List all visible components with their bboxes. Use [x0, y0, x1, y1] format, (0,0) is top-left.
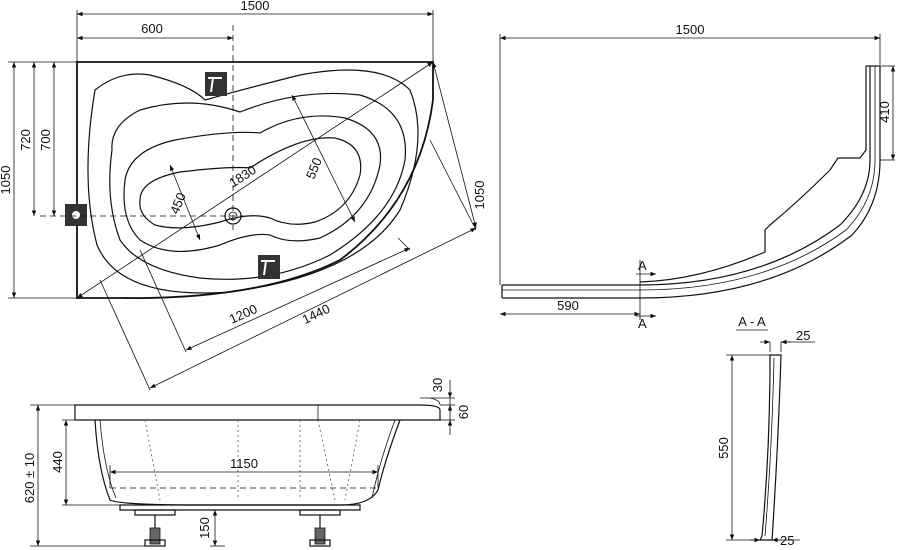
dim-1150: 1150 [230, 456, 258, 471]
dim-440: 440 [50, 451, 65, 473]
dim-600: 600 [141, 21, 163, 36]
tub-rim [74, 404, 441, 421]
faucet-icon [205, 72, 227, 96]
dim-700: 700 [38, 129, 53, 151]
top-view: 1500 600 1050 720 700 1830 450 550 1200 … [0, 0, 487, 391]
dim-1200: 1200 [227, 301, 260, 326]
panel-view: 1500 410 590 A A [499, 22, 896, 331]
leg-left [134, 509, 176, 547]
dim-450: 450 [167, 190, 189, 216]
dim-550-section: 550 [716, 437, 731, 459]
side-view: 620 ± 10 440 1150 30 60 150 [22, 378, 471, 547]
faucet-icon [258, 255, 280, 279]
dim-1050-right: 1050 [472, 181, 487, 210]
dim-25-bottom: 25 [780, 533, 794, 548]
section-mark-top: A [638, 258, 647, 273]
section-mark-bottom: A [638, 316, 647, 331]
dim-1500-panel: 1500 [676, 22, 705, 37]
dim-30: 30 [430, 378, 445, 392]
apron-panel [502, 66, 881, 299]
dim-720: 720 [18, 129, 33, 151]
dim-60: 60 [456, 405, 471, 419]
dim-1830: 1830 [226, 162, 258, 190]
dim-150: 150 [197, 517, 212, 539]
dim-1440: 1440 [300, 301, 333, 327]
dim-590: 590 [557, 298, 579, 313]
dim-550: 550 [303, 155, 325, 181]
dim-25-top: 25 [796, 328, 810, 343]
dim-1500-top: 1500 [241, 0, 270, 13]
dim-1050-left: 1050 [0, 166, 13, 195]
leg-right [299, 509, 341, 547]
section-view: A - A 25 550 25 [716, 314, 815, 548]
section-title: A - A [738, 314, 766, 329]
dim-620: 620 ± 10 [22, 453, 37, 504]
dim-410: 410 [877, 101, 892, 123]
